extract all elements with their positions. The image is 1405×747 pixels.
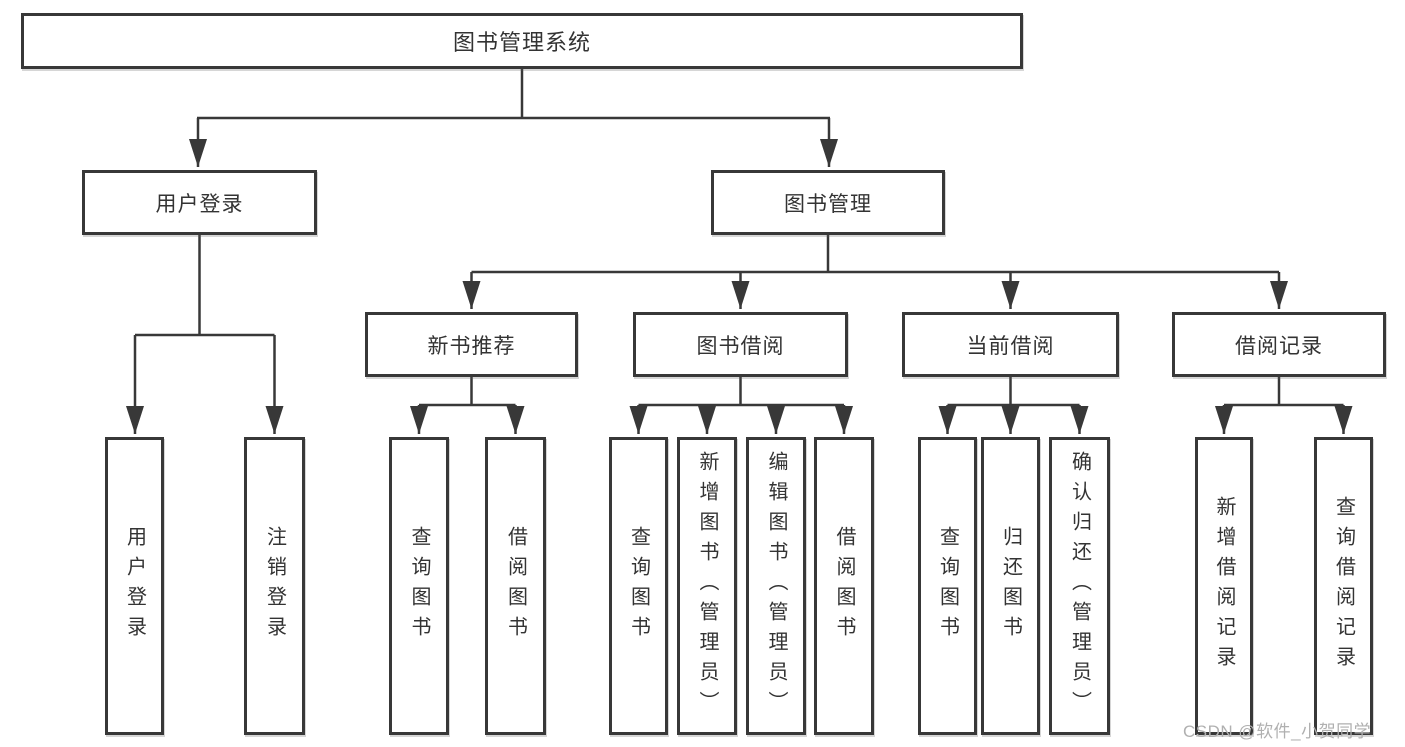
node-current-borrowing: 当前借阅 [902, 312, 1119, 377]
leaf-borrow-book-recommend: 借阅图书 [485, 437, 546, 735]
leaf-user-login: 用户登录 [105, 437, 164, 735]
leaf-query-book-current: 查询图书 [918, 437, 977, 735]
leaf-edit-book-admin: 编辑图书（管理员） [746, 437, 806, 735]
node-library-management-system: 图书管理系统 [21, 13, 1023, 69]
node-borrowing-records: 借阅记录 [1172, 312, 1386, 377]
node-user-login: 用户登录 [82, 170, 317, 235]
leaf-add-book-admin: 新增图书（管理员） [677, 437, 737, 735]
node-new-book-recommendation: 新书推荐 [365, 312, 578, 377]
leaf-borrow-book: 借阅图书 [814, 437, 874, 735]
leaf-query-borrow-record: 查询借阅记录 [1314, 437, 1373, 735]
leaf-logout: 注销登录 [244, 437, 305, 735]
csdn-watermark: CSDN @软件_小贺同学 [1183, 722, 1372, 741]
node-book-management: 图书管理 [711, 170, 945, 235]
node-book-borrowing: 图书借阅 [633, 312, 848, 377]
leaf-return-book: 归还图书 [981, 437, 1040, 735]
leaf-query-book-recommend: 查询图书 [389, 437, 449, 735]
leaf-query-book-borrowing: 查询图书 [609, 437, 668, 735]
leaf-confirm-return-admin: 确认归还（管理员） [1049, 437, 1110, 735]
leaf-add-borrow-record: 新增借阅记录 [1195, 437, 1253, 735]
